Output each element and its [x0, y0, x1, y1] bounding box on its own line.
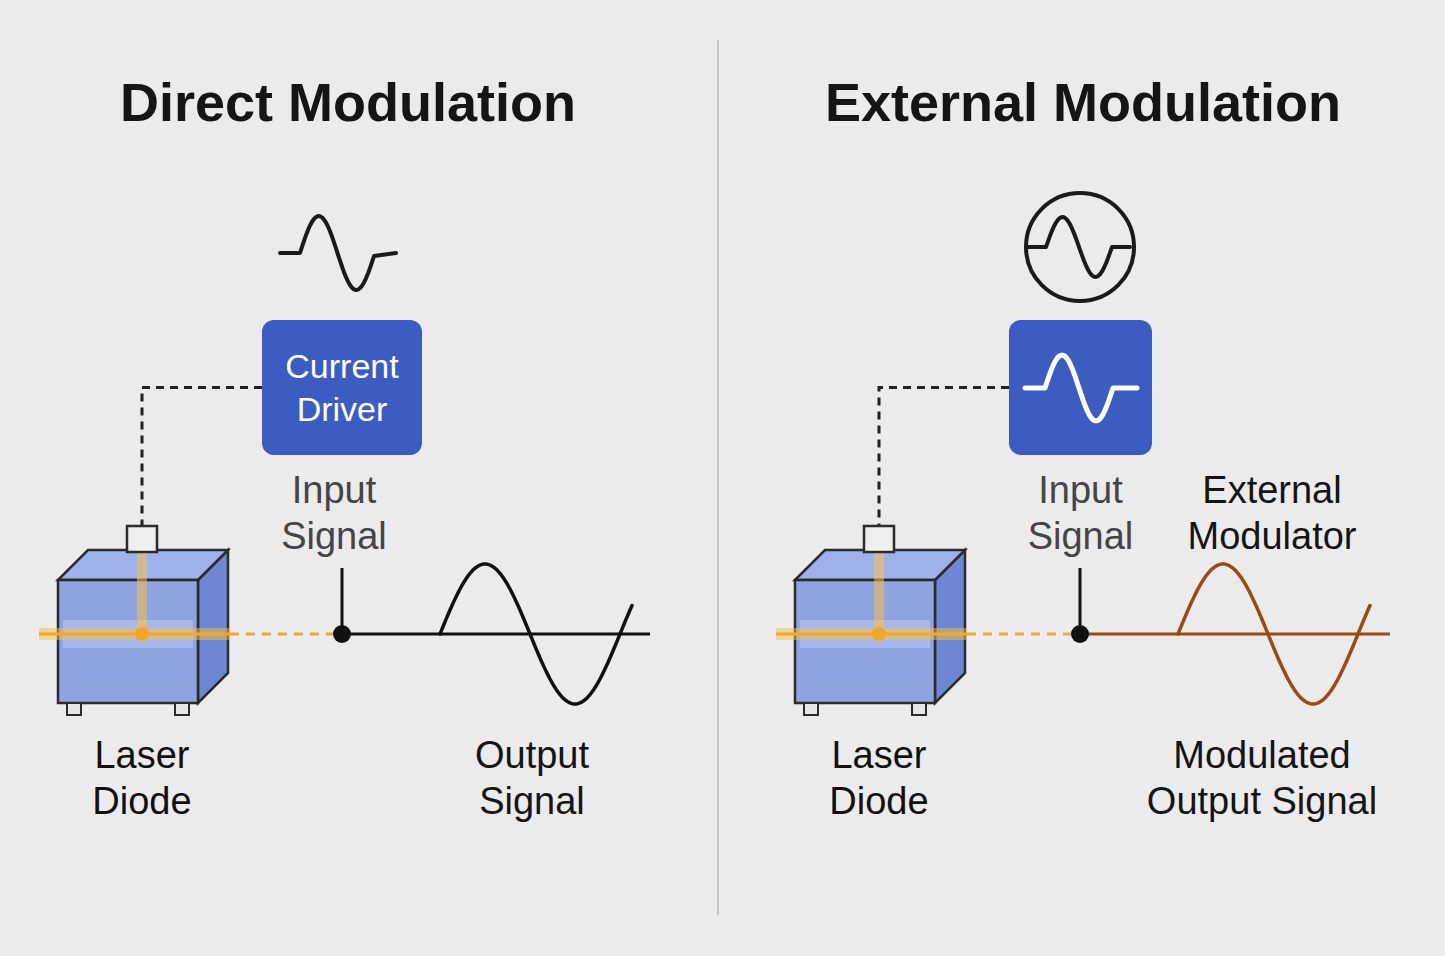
signal-icon [1021, 348, 1141, 428]
beam-core [39, 633, 230, 636]
output-baseline [1080, 633, 1390, 636]
panel-title: Direct Modulation [38, 70, 658, 135]
terminal-glow [874, 545, 884, 634]
signal-caption: Input Signal [254, 468, 414, 559]
beam-glow [776, 628, 967, 640]
modulated-wave [1178, 564, 1370, 704]
cube-foot [912, 703, 926, 715]
oscillator-wave [1028, 217, 1130, 277]
junction-glow [135, 627, 149, 641]
terminal-glow [137, 545, 147, 634]
laser-terminal [127, 526, 157, 552]
laser-beam [967, 633, 1072, 636]
beam-core [776, 633, 967, 636]
component-caption: Laser Diode [794, 733, 964, 824]
waveforms [280, 216, 1370, 704]
laser-diode-cube [39, 525, 245, 720]
output-wave [440, 564, 632, 704]
signal-icon-wave [1025, 355, 1137, 421]
driver-box: Input Signal [1009, 320, 1152, 455]
laser-diode: Laser Diode [39, 525, 245, 720]
junction-dot [1071, 625, 1089, 643]
panel-divider [717, 40, 719, 915]
signal-caption: Input Signal [1001, 468, 1161, 559]
cube-foot [804, 703, 818, 715]
cube-front-face [795, 580, 935, 703]
output-label: Output Signal [442, 733, 622, 824]
control-connector [142, 388, 262, 526]
output-baseline [342, 633, 650, 636]
signal-wire [341, 568, 344, 634]
output-label: Modulated Output Signal [1122, 733, 1402, 824]
laser-diode: Laser Diode [776, 525, 982, 720]
signal-symbol [280, 216, 396, 290]
beam-glow [39, 628, 230, 640]
box-label: Current Driver [262, 345, 422, 430]
laser-terminal [864, 526, 894, 552]
cube-front-face [58, 580, 198, 703]
junction-glow [872, 627, 886, 641]
driver-box: Current DriverInput Signal [262, 320, 422, 455]
laser-beam [230, 633, 334, 636]
modulator-label: External Modulator [1162, 468, 1382, 559]
laser-diode-cube [776, 525, 982, 720]
signal-wire [1079, 568, 1082, 634]
component-caption: Laser Diode [57, 733, 227, 824]
oscillator-symbol [1026, 193, 1134, 301]
control-connector [879, 388, 1009, 526]
cube-foot [67, 703, 81, 715]
cube-foot [175, 703, 189, 715]
panel-title: External Modulation [753, 70, 1413, 135]
junction-dot [333, 625, 351, 643]
